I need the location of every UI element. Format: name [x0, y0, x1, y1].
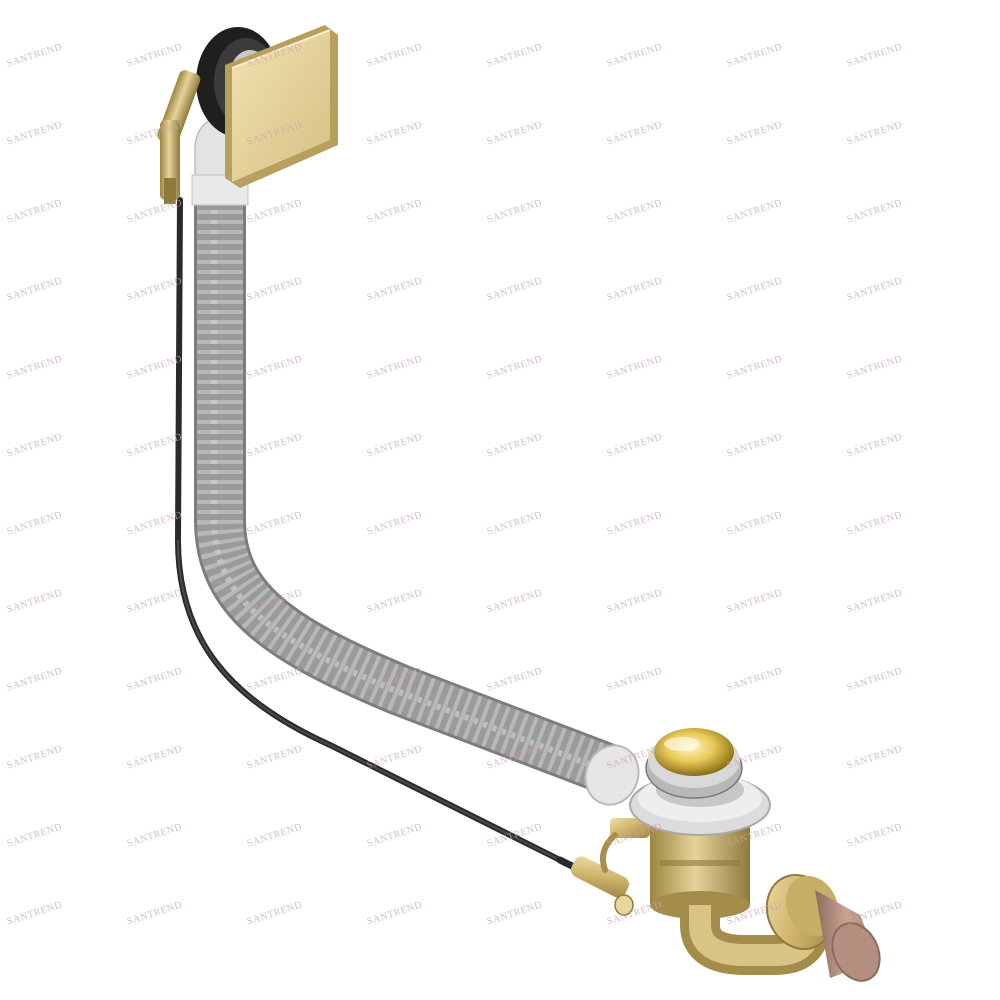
corrugated-hose: [194, 200, 620, 795]
control-cable: [174, 197, 563, 863]
square-overflow-cover: [225, 25, 338, 188]
cable-end-fitting: [556, 856, 634, 916]
drain-assembly: [584, 728, 881, 982]
overflow-assembly: [157, 25, 338, 206]
outlet-pipe: [815, 890, 881, 982]
drain-lever: [600, 818, 650, 873]
click-clack-drain-plug: [654, 728, 734, 776]
cable-bracket: [157, 70, 201, 204]
